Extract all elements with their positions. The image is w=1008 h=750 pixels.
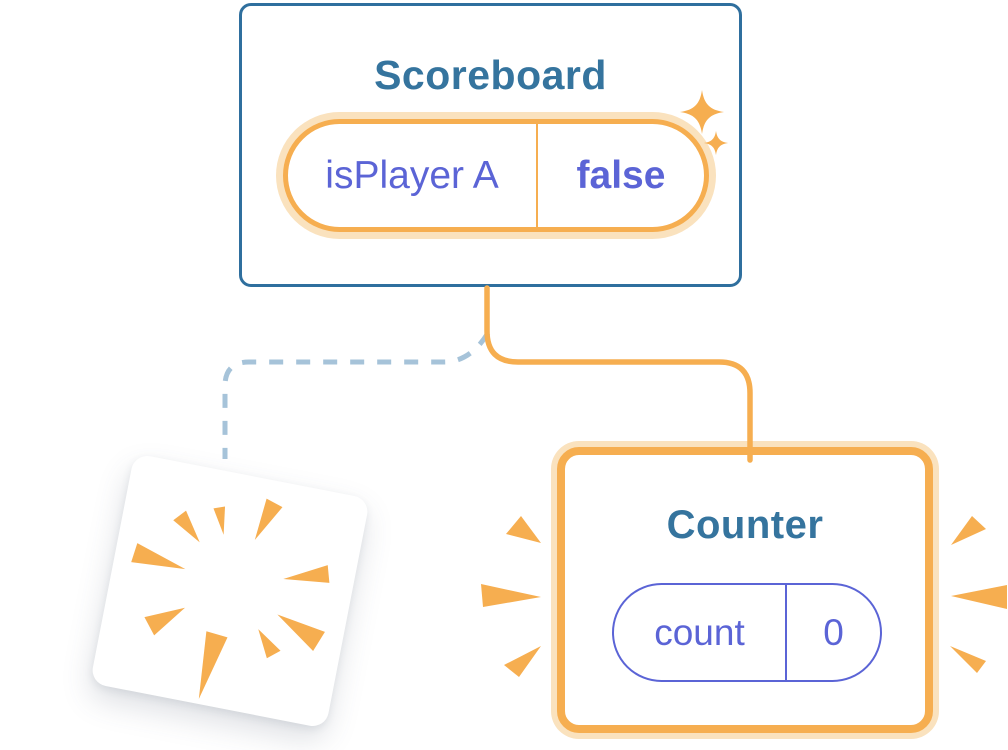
counter-card: Counter count 0 bbox=[557, 447, 933, 733]
emphasis-lines-left-icon bbox=[481, 516, 541, 677]
scoreboard-title: Scoreboard bbox=[374, 52, 607, 98]
dashed-connector bbox=[222, 331, 491, 459]
counter-title: Counter bbox=[666, 503, 824, 547]
poof-burst-icon bbox=[131, 498, 330, 700]
scoreboard-state-pill: isPlayer A false bbox=[283, 119, 709, 232]
scoreboard-state-value: false bbox=[536, 124, 704, 227]
counter-state-value: 0 bbox=[785, 585, 880, 680]
scoreboard-card: Scoreboard isPlayer A false bbox=[239, 3, 742, 287]
solid-connector bbox=[484, 285, 753, 463]
scoreboard-state-label: isPlayer A bbox=[325, 153, 499, 197]
emphasis-lines-right-icon bbox=[950, 516, 1007, 673]
counter-state-pill: count 0 bbox=[612, 583, 882, 682]
counter-state-label: count bbox=[654, 611, 745, 653]
removed-component-card bbox=[89, 453, 371, 729]
